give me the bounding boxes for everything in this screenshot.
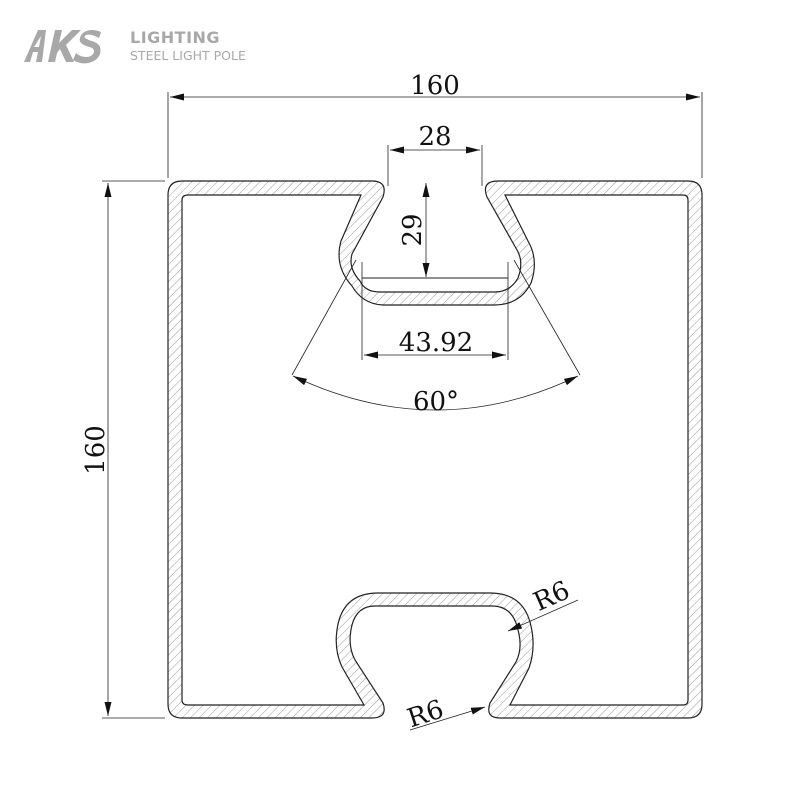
radius-top-label: R6 bbox=[529, 576, 574, 618]
profile-wall bbox=[167, 180, 703, 719]
slot-base-label: 43.92 bbox=[399, 328, 473, 358]
slot-opening-label: 28 bbox=[418, 122, 451, 152]
slot-angle-label: 60° bbox=[413, 387, 459, 417]
slot-opening-dimension: 28 bbox=[387, 122, 483, 186]
slot-angle-dimension: 60° bbox=[291, 259, 581, 417]
overall-height-dimension: 160 bbox=[81, 180, 165, 719]
radius-callout-bottom: R6 bbox=[404, 695, 486, 735]
overall-width-label: 160 bbox=[410, 71, 460, 101]
radius-bottom-label: R6 bbox=[404, 695, 448, 735]
slot-depth-dimension: 29 bbox=[398, 183, 430, 277]
aks-logo bbox=[24, 30, 101, 64]
brand-title: LIGHTING bbox=[130, 28, 221, 47]
slot-base-dimension: 43.92 bbox=[361, 262, 509, 360]
brand-header: LIGHTING STEEL LIGHT POLE bbox=[22, 24, 282, 68]
overall-height-label: 160 bbox=[81, 425, 111, 475]
overall-width-dimension: 160 bbox=[167, 71, 703, 178]
slot-depth-label: 29 bbox=[398, 213, 428, 246]
brand-subtitle: STEEL LIGHT POLE bbox=[130, 48, 246, 63]
